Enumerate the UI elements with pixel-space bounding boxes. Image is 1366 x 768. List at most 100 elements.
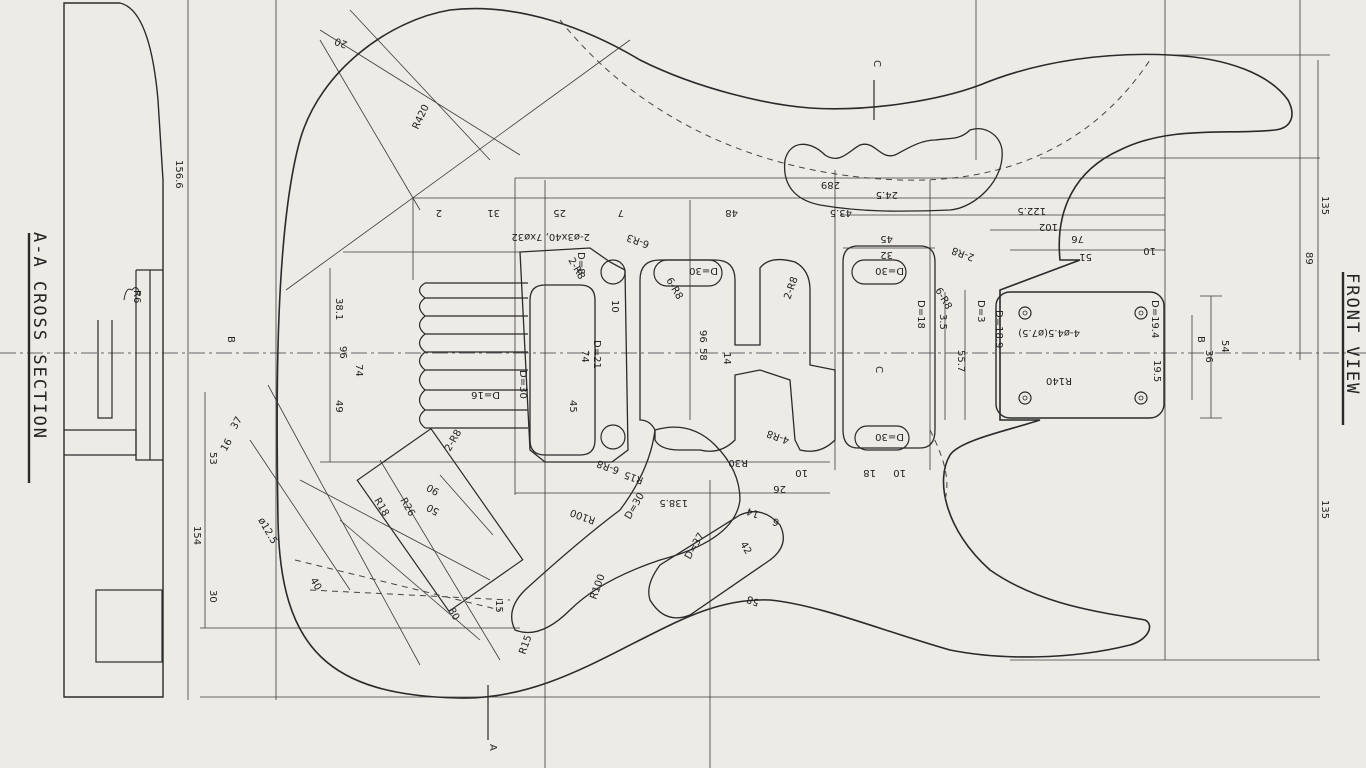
dim-58: 58 [697,348,708,361]
dim-96: 96 [337,346,348,359]
dim-r15: R15 [623,468,645,485]
dim-53: 53 [207,452,218,465]
dim-r8-e: 2-R8 [950,244,976,262]
cross-section-view: A-A CROSS SECTION [27,2,164,698]
dim-d37: D=37 [683,531,707,561]
dim-50: 50 [425,501,442,517]
section-mark-b-right: B [1195,336,1206,343]
neck-pocket [995,291,1165,419]
dim-80: 80 [445,606,461,623]
dim-d30-f: D=30 [623,491,647,521]
section-mark-c-top: C [871,60,882,67]
front-view-title: FRONT VIEW [1342,273,1362,395]
lower-dimension-group [249,384,511,666]
dim-36: 36 [1203,350,1214,363]
dim-d18: D=18 [915,300,926,329]
dim-r15-b: R15 [517,634,534,656]
body-outline [276,7,1293,699]
dim-d12-5: ø12.5 [255,516,279,546]
dim-55-7: 55.7 [955,350,966,372]
dim-74-b: 74 [579,350,590,363]
dim-d21: D=21 [591,340,602,369]
dim-r3: 6-R3 [625,231,651,249]
dim-32: 32 [880,249,893,260]
dim-r8-c: 2-R8 [782,275,800,301]
dim-31: 31 [487,207,500,218]
dim-r6: R6 [131,290,142,303]
dim-45-b: 45 [567,400,578,413]
dim-r100-a: R100 [569,506,597,525]
dim-16: 16 [219,437,235,454]
dim-2: 2 [436,207,442,218]
section-mark-b-left: B [225,336,236,343]
dim-d30-b: D=30 [875,265,904,276]
dim-6: 6 [771,515,781,528]
dim-49: 49 [333,400,344,413]
dim-7: 7 [618,207,624,218]
dim-19-5: 19.5 [1151,360,1162,382]
dim-45: 45 [880,233,893,244]
dim-96-b: 96 [697,330,708,343]
dim-74: 74 [353,364,364,377]
dim-18: 18 [863,467,876,478]
dim-156-6: 156.6 [173,160,184,189]
dim-d3: D=3 [975,300,986,322]
dim-14-b: 14 [745,505,761,520]
dim-14: 14 [721,352,732,365]
dimension-labels: 20 R420 2 31 25 7 48 43.5 24.5 289 122.5… [131,35,1330,656]
dim-r8-f: 4-R8 [765,427,791,445]
dim-30: 30 [207,590,218,603]
dim-51: 51 [1079,251,1092,262]
dim-48: 48 [725,207,738,218]
dim-10-d: 10 [893,467,906,478]
dim-10-c: 10 [795,467,808,478]
dim-bolt: 4-ø4.5(ø7.5) [1018,327,1080,338]
dim-r30: R30 [728,457,748,468]
dim-d30-a: D=30 [689,265,718,276]
dim-58-b: 58 [745,593,761,608]
dim-10-b: 10 [609,300,620,313]
dim-r420: R420 [411,103,432,131]
dim-289: 289 [821,179,840,190]
dim-42: 42 [737,540,753,557]
dim-d18-9: D=18.9 [993,310,1004,348]
dim-40: 40 [307,576,323,593]
dim-54: 54 [1219,340,1230,353]
dim-76: 76 [1071,233,1084,244]
dim-r26: R26 [397,496,416,519]
section-mark-c-mid: C [873,366,884,373]
dim-154: 154 [191,526,202,545]
dim-37: 37 [229,415,245,432]
dim-15: 15 [493,600,504,613]
dim-26: 26 [773,483,786,494]
dim-r140: R140 [1046,375,1072,386]
dim-38-1: 38.1 [333,298,344,320]
cross-section-title: A-A CROSS SECTION [29,232,49,440]
dim-138-5: 138.5 [659,497,688,508]
dim-r8-h: 6-R8 [595,457,621,475]
dim-3-5: 3.5 [937,314,948,330]
dim-25: 25 [553,207,566,218]
dim-10-a: 10 [1143,245,1156,256]
section-marks: A B B C C [225,60,1206,751]
dim-d30-d: D=30 [517,370,528,399]
dim-135-a: 135 [1319,196,1330,215]
section-mark-a: A [487,744,498,751]
dim-20: 20 [333,35,349,50]
dim-d8: D=8 [575,252,586,274]
dim-89: 89 [1303,252,1314,265]
dim-24-5: 24.5 [876,189,898,200]
dim-r100-b: R100 [588,573,607,601]
dim-r8-a: 6-R8 [663,276,684,302]
dim-r8-g: 2-R8 [443,428,464,454]
dim-d16: D=16 [471,389,500,400]
dim-r18: R18 [371,496,390,519]
arm-rest-contour [783,128,1003,212]
dim-d30-c: D=30 [875,431,904,442]
dim-43-5: 43.5 [830,207,852,218]
dim-90: 90 [425,481,442,497]
dim-122-5: 122.5 [1017,205,1046,216]
dim-102: 102 [1039,221,1058,232]
